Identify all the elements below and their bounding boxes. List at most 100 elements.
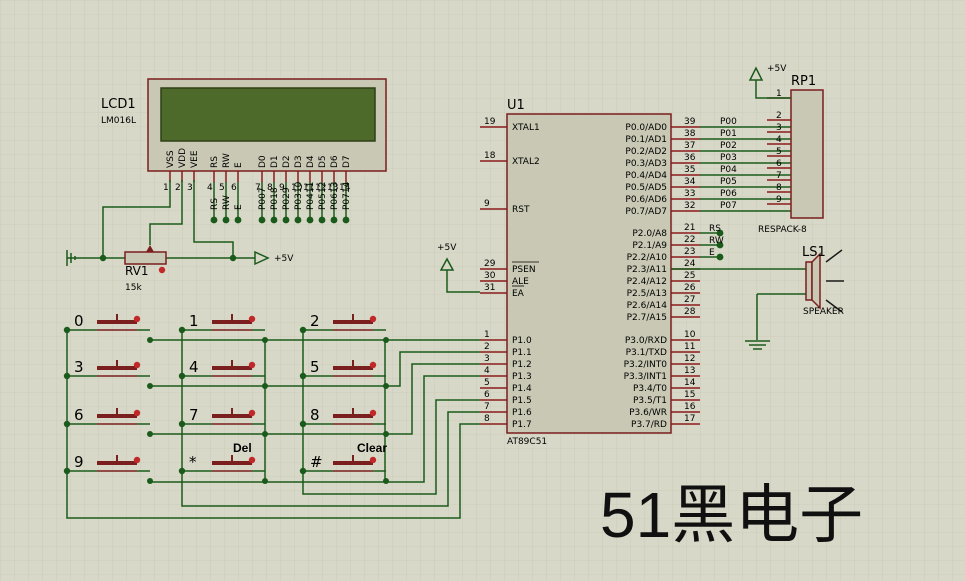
- lcd-module[interactable]: LCD1 LM016L VSS1VDD2VEE3RS4RW5E6D07D18D2…: [101, 78, 387, 224]
- lcd-bus-terminal: [318, 216, 326, 224]
- mcu-pin-name: XTAL1: [512, 123, 540, 133]
- keypad-key-hash[interactable]: #: [299, 453, 389, 484]
- lcd-pin-name: RS: [210, 156, 220, 168]
- mcu-pin-number: 9: [484, 199, 490, 209]
- lcd-bus-label: RW: [222, 195, 232, 210]
- mcu-left-pins: 19XTAL118XTAL29RST29PSEN30ALE31EA1P1.02P…: [480, 117, 540, 430]
- lcd-bus-label: P0613: [330, 182, 340, 210]
- lcd-bus-label: P0310: [294, 181, 304, 210]
- keypad-key-0[interactable]: 0: [63, 312, 153, 343]
- mcu-pin-number: 27: [684, 295, 695, 305]
- lcd-pins: VSS1VDD2VEE3RS4RW5E6D07D18D29D310D411D51…: [163, 148, 352, 193]
- mcu-pin-name: EA: [512, 289, 525, 299]
- lcd-model: LM016L: [101, 116, 136, 126]
- rpack-ref: RP1: [791, 74, 816, 89]
- lcd-pin-name: D3: [294, 155, 304, 168]
- mcu-pin-number: 4: [484, 366, 490, 376]
- lcd-pin-name: D5: [318, 155, 328, 168]
- keypad-key-9[interactable]: 9: [63, 453, 153, 484]
- mcu-pin-number: 34: [684, 177, 696, 187]
- lcd-bus-terminal: [270, 216, 278, 224]
- keypad-key-label: 1: [189, 312, 199, 330]
- keypad-key-5[interactable]: 5: [299, 358, 389, 389]
- lcd-bus-label: P018: [270, 187, 280, 210]
- lcd-pin-number: 2: [175, 183, 181, 193]
- mcu-pin-name: P2.1/A9: [632, 241, 667, 251]
- lcd-bus-label: P007: [258, 187, 268, 210]
- lcd-pin-number: 6: [231, 183, 237, 193]
- mcu-pin-number: 32: [684, 201, 695, 211]
- keypad-key-7[interactable]: 7: [178, 406, 268, 437]
- lcd-pin-number: 10: [291, 183, 303, 193]
- lcd-pin-name: D2: [282, 155, 292, 168]
- mcu-pin-number: 30: [484, 271, 496, 281]
- keypad-key-3[interactable]: 3: [63, 358, 153, 389]
- keypad-key-2[interactable]: 2: [299, 312, 389, 343]
- mcu-pin-name: P0.0/AD0: [625, 123, 667, 133]
- mcu-pin-name: P3.6/WR: [629, 408, 667, 418]
- keypad-key-1[interactable]: 1: [178, 312, 268, 343]
- mcu-pin-name: P2.0/A8: [632, 229, 667, 239]
- mcu-pin-number: 37: [684, 141, 695, 151]
- keypad-key-label: 3: [74, 358, 84, 376]
- lcd-pin-number: 11: [303, 183, 314, 193]
- pot-probe-dot: [158, 266, 166, 274]
- lcd-bus-label: P0411: [306, 182, 316, 210]
- keypad-key-4[interactable]: 4: [178, 358, 268, 389]
- keypad-key-6[interactable]: 6: [63, 406, 153, 437]
- mcu-pin-name: P0.3/AD3: [625, 159, 667, 169]
- p2-net-terminal: [716, 241, 724, 249]
- mcu-pin-number: 15: [684, 390, 695, 400]
- speaker-model: SPEAKER: [803, 307, 844, 317]
- p0-net-label: P04: [720, 165, 737, 175]
- lcd-pin-number: 12: [315, 183, 326, 193]
- p2-net-terminal: [716, 253, 724, 261]
- lcd-pin-number: 8: [267, 183, 273, 193]
- mcu-u1[interactable]: U1 AT89C51 19XTAL118XTAL29RST29PSEN30ALE…: [480, 98, 700, 447]
- lcd-bus-label: P0512: [318, 182, 328, 210]
- mcu-pin-name: P1.1: [512, 348, 532, 358]
- p0-net-label: P05: [720, 177, 737, 187]
- mcu-pin-name: XTAL2: [512, 157, 540, 167]
- mcu-pin-name: P2.3/A11: [627, 265, 667, 275]
- potentiometer[interactable]: RV1 15k: [124, 245, 167, 293]
- mcu-pin-name: P2.5/A13: [627, 289, 667, 299]
- mcu-pin-name: RST: [512, 205, 530, 215]
- mcu-pin-name: P3.2/INT0: [624, 360, 668, 370]
- keypad-key-star[interactable]: *: [178, 453, 268, 484]
- lcd-pin-name: RW: [222, 153, 232, 168]
- lcd-pin-number: 3: [187, 183, 193, 193]
- ea-supply-label: +5V: [437, 243, 457, 253]
- mcu-pin-number: 22: [684, 235, 695, 245]
- rpack-pin-number: 2: [776, 111, 782, 121]
- mcu-pin-number: 36: [684, 153, 696, 163]
- mcu-pin-name: P1.5: [512, 396, 532, 406]
- mcu-pin-name: P2.7/A15: [627, 313, 667, 323]
- mcu-pin-name: P0.7/AD7: [625, 207, 667, 217]
- mcu-pin-number: 28: [684, 307, 696, 317]
- lcd-ref: LCD1: [101, 97, 136, 112]
- mcu-pin-name: P3.5/T1: [633, 396, 667, 406]
- mcu-pin-name: P3.4/T0: [633, 384, 667, 394]
- lcd-bus-label: E: [234, 204, 244, 210]
- lcd-bus-terminal: [342, 216, 350, 224]
- lcd-pin-number: 4: [207, 183, 213, 193]
- rpack-pin-number: 8: [776, 183, 782, 193]
- speaker[interactable]: LS1 SPEAKER: [671, 245, 844, 350]
- keypad-key-label: 2: [310, 312, 320, 330]
- mcu-pin-number: 39: [684, 117, 696, 127]
- p0-net-label: P02: [720, 141, 737, 151]
- p0-net-label: P03: [720, 153, 737, 163]
- mcu-pin-name: P0.6/AD6: [625, 195, 667, 205]
- lcd-pin-name: E: [234, 162, 244, 168]
- mcu-pin-number: 23: [684, 247, 695, 257]
- lcd-pin-number: 1: [163, 183, 169, 193]
- mcu-pin-number: 26: [684, 283, 696, 293]
- keypad-key-8[interactable]: 8: [299, 406, 389, 437]
- mcu-pin-number: 21: [684, 223, 695, 233]
- keypad-wire: [150, 351, 480, 387]
